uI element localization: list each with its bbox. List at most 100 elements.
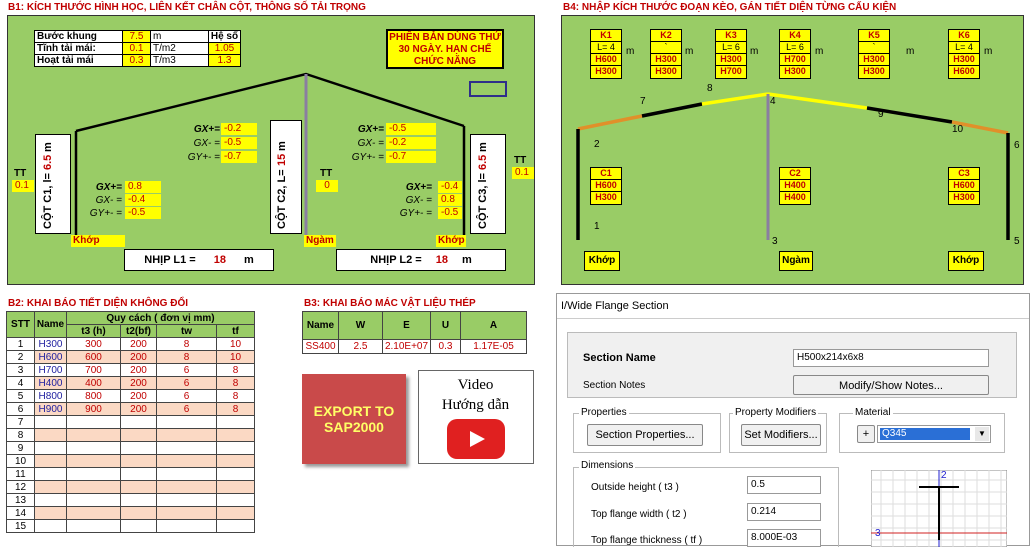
wind-value[interactable]: -0.5 xyxy=(125,207,161,219)
wind-value[interactable]: -0.5 xyxy=(386,123,436,135)
section-dim-cell[interactable] xyxy=(156,441,217,455)
support-left[interactable]: Khớp xyxy=(71,235,125,247)
span-l1-value[interactable]: 18 xyxy=(213,254,226,266)
section-name-cell[interactable]: H900 xyxy=(34,402,67,416)
video-guide-button[interactable]: Video Hướng dẫn xyxy=(418,370,534,464)
section-name-cell[interactable]: H700 xyxy=(34,363,67,377)
section-dim-cell[interactable] xyxy=(216,493,255,507)
section-dim-cell[interactable]: 8 xyxy=(216,402,255,416)
tt-value-mid[interactable]: 0 xyxy=(316,180,338,192)
section-dim-cell[interactable]: 8 xyxy=(216,376,255,390)
section-dim-cell[interactable] xyxy=(216,428,255,442)
section-dim-cell[interactable]: 200 xyxy=(120,402,157,416)
param-value[interactable]: 7.5 xyxy=(122,30,151,43)
section-dim-cell[interactable]: 6 xyxy=(156,376,217,390)
material-e[interactable]: 2.10E+07 xyxy=(382,339,431,354)
section-dim-cell[interactable] xyxy=(156,467,217,481)
section-name-cell[interactable]: H300 xyxy=(34,337,67,351)
column-c2-length[interactable]: 15 xyxy=(276,154,288,167)
section-dim-cell[interactable]: 8 xyxy=(156,337,217,351)
section-dim-cell[interactable] xyxy=(216,506,255,520)
section-dim-cell[interactable]: 6 xyxy=(156,363,217,377)
section-dim-cell[interactable] xyxy=(66,480,121,494)
material-select[interactable]: Q345 ▼ xyxy=(877,425,991,443)
wind-value[interactable]: -0.5 xyxy=(438,207,462,219)
top-flange-thickness-input[interactable]: 8.000E-03 xyxy=(747,529,821,547)
b4-support-left[interactable]: Khớp xyxy=(584,251,620,271)
section-dim-cell[interactable] xyxy=(66,506,121,520)
modify-notes-button[interactable]: Modify/Show Notes... xyxy=(793,375,989,395)
section-dim-cell[interactable] xyxy=(216,519,255,533)
section-dim-cell[interactable]: 10 xyxy=(216,337,255,351)
wind-value[interactable]: -0.4 xyxy=(125,194,161,206)
section-dim-cell[interactable] xyxy=(120,480,157,494)
section-dim-cell[interactable]: 900 xyxy=(66,402,121,416)
material-a[interactable]: 1.17E-05 xyxy=(460,339,527,354)
section-dim-cell[interactable] xyxy=(216,467,255,481)
section-dim-cell[interactable] xyxy=(66,415,121,429)
material-name[interactable]: SS400 xyxy=(302,339,339,354)
tt-value-left[interactable]: 0.1 xyxy=(12,180,34,192)
param-value[interactable]: 0.3 xyxy=(122,54,151,67)
column-c1-length[interactable]: 6.5 xyxy=(42,154,54,171)
section-dim-cell[interactable] xyxy=(66,519,121,533)
section-dim-cell[interactable]: 8 xyxy=(216,363,255,377)
section-dim-cell[interactable] xyxy=(216,454,255,468)
section-name-cell[interactable] xyxy=(34,519,67,533)
param-coef[interactable]: 1.3 xyxy=(208,54,241,67)
section-dim-cell[interactable] xyxy=(120,415,157,429)
section-dim-cell[interactable]: 200 xyxy=(120,350,157,364)
section-dim-cell[interactable] xyxy=(120,441,157,455)
section-name-cell[interactable] xyxy=(34,428,67,442)
section-name-cell[interactable]: H600 xyxy=(34,350,67,364)
section-dim-cell[interactable] xyxy=(120,519,157,533)
section-dim-cell[interactable]: 400 xyxy=(66,376,121,390)
section-dim-cell[interactable] xyxy=(66,454,121,468)
wind-value[interactable]: -0.7 xyxy=(386,151,436,163)
section-dim-cell[interactable]: 200 xyxy=(120,376,157,390)
add-material-button[interactable]: + xyxy=(857,425,875,443)
wind-value[interactable]: -0.4 xyxy=(438,181,462,193)
param-value[interactable]: 0.1 xyxy=(122,42,151,55)
section-dim-cell[interactable] xyxy=(156,480,217,494)
section-dim-cell[interactable] xyxy=(216,415,255,429)
section-dim-cell[interactable] xyxy=(120,454,157,468)
section-dim-cell[interactable] xyxy=(66,441,121,455)
wind-value[interactable]: 0.8 xyxy=(438,194,462,206)
section-name-cell[interactable]: H400 xyxy=(34,376,67,390)
support-right[interactable]: Khớp xyxy=(436,235,466,247)
section-dim-cell[interactable] xyxy=(156,428,217,442)
b4-support-mid[interactable]: Ngàm xyxy=(779,251,813,271)
section-dim-cell[interactable] xyxy=(120,467,157,481)
column-c3-length[interactable]: 6.5 xyxy=(477,154,489,171)
section-dim-cell[interactable] xyxy=(66,467,121,481)
section-name-cell[interactable] xyxy=(34,506,67,520)
section-dim-cell[interactable] xyxy=(156,454,217,468)
section-dim-cell[interactable] xyxy=(66,428,121,442)
section-dim-cell[interactable] xyxy=(216,441,255,455)
section-dim-cell[interactable] xyxy=(216,480,255,494)
wind-value[interactable]: -0.5 xyxy=(221,137,257,149)
wind-value[interactable]: -0.2 xyxy=(221,123,257,135)
wind-value[interactable]: -0.7 xyxy=(221,151,257,163)
section-properties-button[interactable]: Section Properties... xyxy=(587,424,703,446)
section-dim-cell[interactable]: 6 xyxy=(156,389,217,403)
section-dim-cell[interactable]: 8 xyxy=(216,389,255,403)
tt-value-right[interactable]: 0.1 xyxy=(512,167,534,179)
section-name-cell[interactable]: H800 xyxy=(34,389,67,403)
param-coef[interactable]: 1.05 xyxy=(208,42,241,55)
wind-value[interactable]: -0.2 xyxy=(386,137,436,149)
section-dim-cell[interactable]: 700 xyxy=(66,363,121,377)
section-dim-cell[interactable] xyxy=(156,519,217,533)
section-dim-cell[interactable] xyxy=(120,428,157,442)
top-flange-width-input[interactable]: 0.214 xyxy=(747,503,821,521)
material-w[interactable]: 2.5 xyxy=(338,339,383,354)
